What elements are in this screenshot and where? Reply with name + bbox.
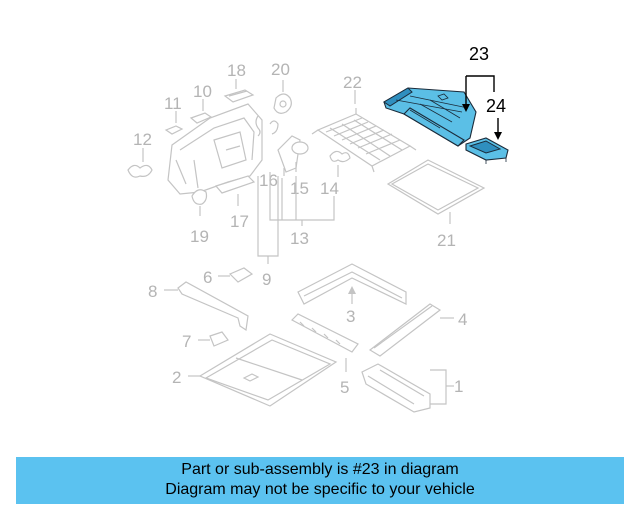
part-4-side-sill bbox=[368, 303, 454, 357]
banner-line-2: Diagram may not be specific to your vehi… bbox=[165, 481, 475, 498]
callout-7: 7 bbox=[182, 332, 191, 351]
part-3-sill-trim bbox=[297, 263, 407, 305]
part-6-pad bbox=[218, 267, 254, 283]
callout-24: 24 bbox=[486, 96, 506, 116]
callout-21: 21 bbox=[437, 231, 456, 250]
callout-17: 17 bbox=[230, 212, 249, 231]
callout-4: 4 bbox=[458, 310, 467, 329]
part-9-side-trim bbox=[167, 103, 263, 195]
part-23-tonneau-cover bbox=[383, 87, 477, 147]
part-7-clip bbox=[198, 331, 229, 347]
callout-1: 1 bbox=[454, 377, 463, 396]
callout-3: 3 bbox=[346, 307, 355, 326]
part-11-clip bbox=[164, 111, 184, 135]
part-8-rail bbox=[164, 281, 249, 332]
callout-22: 22 bbox=[343, 73, 362, 92]
info-banner: Part or sub-assembly is #23 in diagram D… bbox=[16, 457, 624, 504]
callout-10: 10 bbox=[193, 82, 212, 101]
part-20-hook bbox=[273, 80, 292, 114]
callout-11: 11 bbox=[164, 94, 182, 113]
part-24-bracket bbox=[465, 137, 509, 164]
part-12-clip bbox=[127, 148, 153, 178]
part-15-cover bbox=[291, 141, 309, 172]
bracket-9 bbox=[257, 176, 279, 264]
part-22-cargo-net bbox=[311, 90, 417, 173]
callout-6: 6 bbox=[203, 268, 212, 287]
callout-leaders-23-24 bbox=[462, 75, 502, 140]
callout-19: 19 bbox=[190, 227, 209, 246]
callout-12: 12 bbox=[133, 130, 152, 149]
part-small-clip bbox=[255, 115, 279, 137]
callout-9: 9 bbox=[262, 270, 271, 289]
bracket-13 bbox=[269, 172, 335, 226]
part-14-clip bbox=[329, 150, 351, 177]
part-18-holder bbox=[223, 79, 255, 103]
callout-15: 15 bbox=[290, 179, 309, 198]
part-21-floor-mat bbox=[386, 159, 486, 224]
callout-18: 18 bbox=[227, 61, 246, 80]
part-2-floor-board bbox=[188, 333, 338, 407]
callout-13: 13 bbox=[290, 229, 309, 248]
callout-16: 16 bbox=[259, 171, 278, 190]
callout-2: 2 bbox=[172, 368, 181, 387]
part-5-trim bbox=[291, 313, 359, 372]
callout-8: 8 bbox=[148, 282, 157, 301]
callout-20: 20 bbox=[271, 60, 290, 79]
part-1-subfloor-box bbox=[361, 363, 454, 413]
callout-14: 14 bbox=[320, 179, 339, 198]
banner-line-1: Part or sub-assembly is #23 in diagram bbox=[181, 461, 459, 478]
callout-5: 5 bbox=[340, 378, 349, 397]
part-19-clip bbox=[191, 189, 208, 216]
callout-23: 23 bbox=[469, 44, 489, 64]
part-17-pad bbox=[214, 175, 256, 206]
